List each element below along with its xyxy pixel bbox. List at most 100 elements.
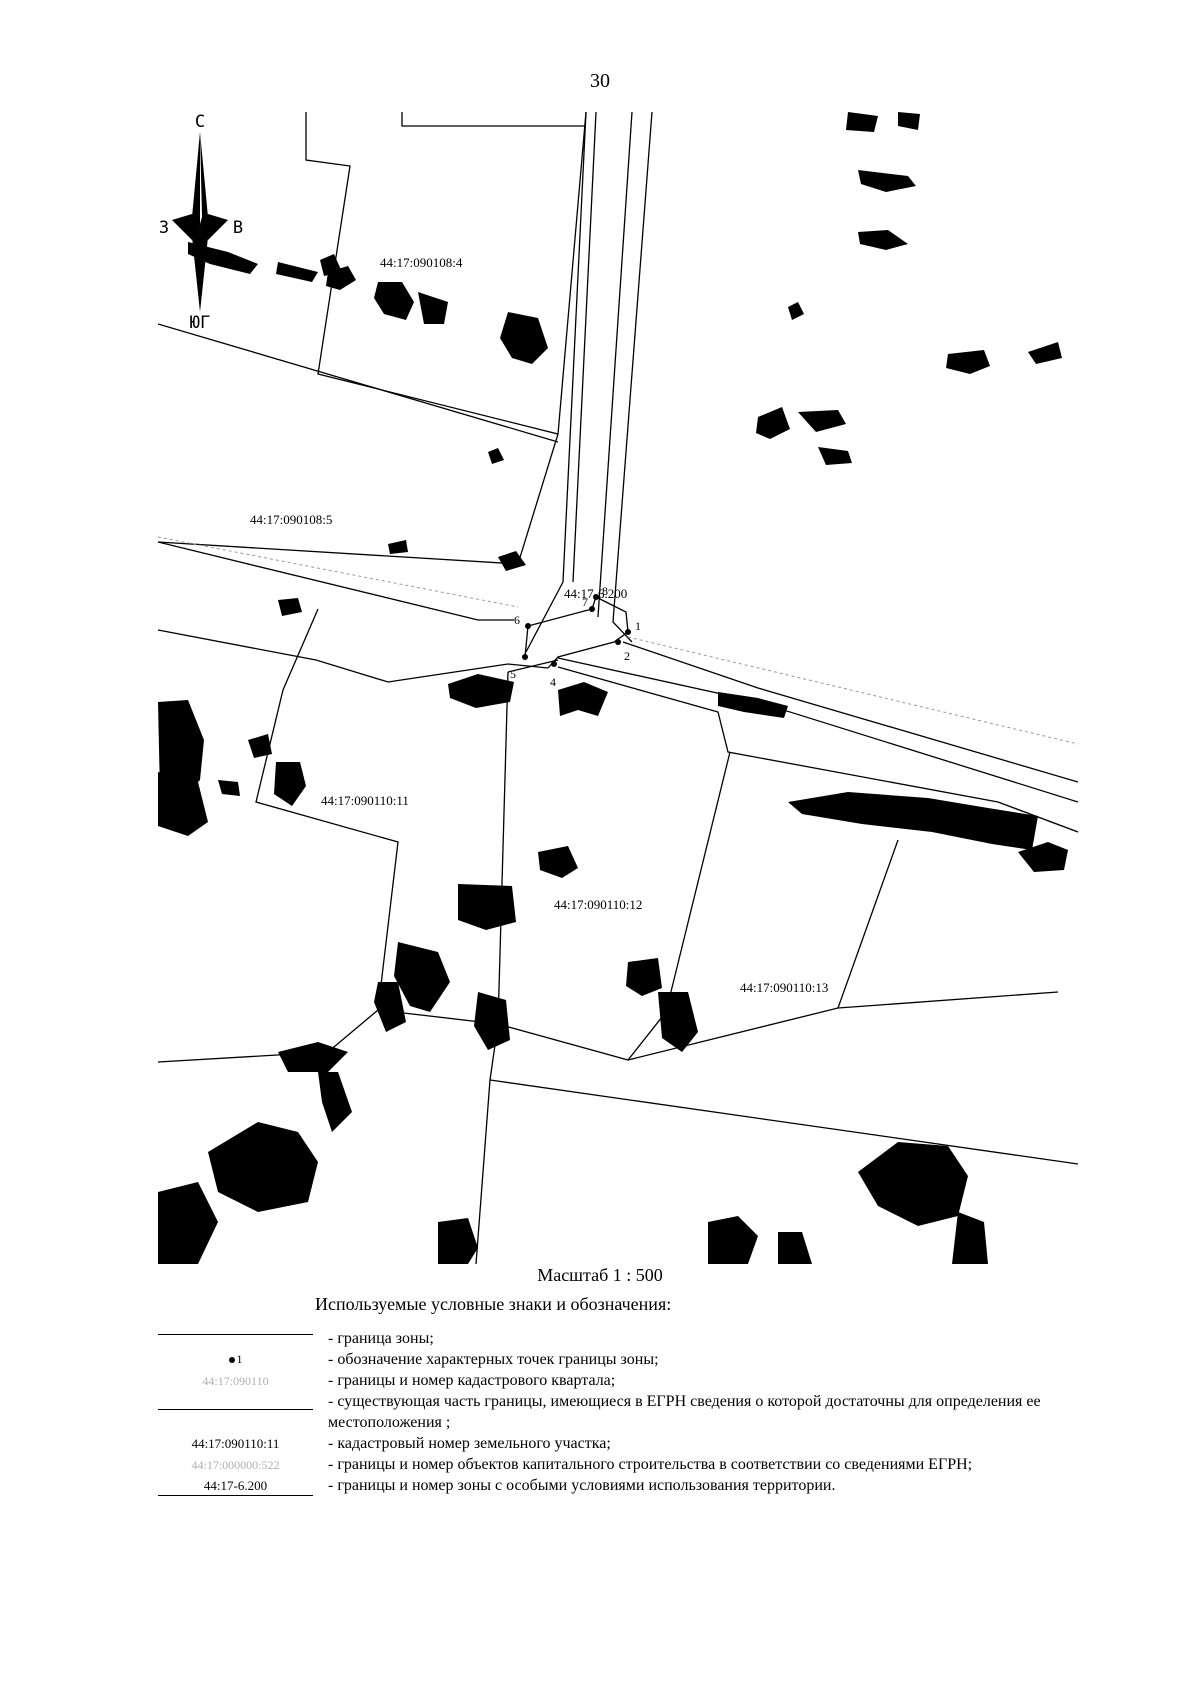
legend-symbol-point: 1 [158,1349,313,1370]
legend-symbol-existing-line [158,1391,313,1412]
legend-item-parcel-number: 44:17:090110:11 - кадастровый номер земе… [158,1433,1058,1454]
vegetation-blob [474,992,510,1050]
vegetation-blob [218,780,240,796]
vegetation-blob [208,1122,318,1212]
legend-item-points: 1 - обозначение характерных точек границ… [158,1349,1058,1370]
zone-points: 1 2 4 5 6 7 8 [510,584,641,689]
vegetation-blob [274,762,306,806]
parcel-boundary [158,433,559,565]
vegetation-blob [708,1216,758,1264]
point-label-6: 6 [514,613,520,627]
road-edge [525,112,587,653]
vegetation-blob [626,958,662,996]
vegetation-blob [374,282,414,320]
parcel-label-090108-4: 44:17:090108:4 [380,255,463,270]
point-4 [551,661,557,667]
vegetation-blob [320,254,342,276]
zone-boundary [524,596,629,669]
point-label-7: 7 [582,595,588,609]
legend-symbol-label: 44:17:090110 [202,1374,269,1388]
zone-strip-line [627,636,1078,745]
page-number: 30 [590,70,610,92]
map-canvas: С ЮГ З В 44:17:090108:4 44:17:090108:5 4… [158,112,1078,1264]
road-edge [612,112,653,643]
vegetation-blob [500,312,548,364]
vegetation-blob [158,1182,218,1264]
vegetation-blob [318,1072,352,1132]
legend-title: Используемые условные знаки и обозначени… [315,1294,672,1314]
parcel-boundary [401,112,586,127]
vegetation-blob [1028,342,1062,364]
parcel-label-090110-11: 44:17:090110:11 [321,793,409,808]
point-dot-icon [228,1357,235,1364]
vegetation-blob [658,992,698,1052]
vegetation-blob [946,350,990,374]
zone-strip-line [158,536,519,608]
legend-symbol-capital: 44:17:000000:522 [158,1454,313,1475]
legend: - граница зоны; 1 - обозначение характер… [158,1328,1058,1496]
road-edge [557,657,1078,803]
vegetation-blob [818,447,852,465]
vegetation-blob [374,982,406,1032]
legend-item-existing-boundary: - существующая часть границы, имеющиеся … [158,1391,1058,1433]
vegetation-blob [418,292,448,324]
parcel-label-090110-13: 44:17:090110:13 [740,980,828,995]
vegetation-blob [438,1218,478,1264]
vegetation-blob [448,674,514,708]
point-6 [525,623,531,629]
vegetation-blob [846,112,878,132]
legend-item-capital-objects: 44:17:000000:522 - границы и номер объек… [158,1454,1058,1475]
vegetation-blob [788,302,804,320]
legend-item-special-zone: 44:17-6.200 - границы и номер зоны с осо… [158,1475,1058,1496]
legend-symbol-label: 1 [236,1352,243,1366]
parcel-boundary [507,659,559,673]
legend-text: - границы и номер объектов капитального … [328,1456,973,1473]
compass-east-arrow [200,214,228,240]
point-2 [615,639,621,645]
road-edge [572,112,597,583]
legend-symbol-label: 44:17:090110:11 [191,1436,280,1451]
point-label-8: 8 [602,584,608,598]
vegetation-blob [458,884,516,930]
vegetation-blob [788,792,1038,850]
parcel-label-090110-12: 44:17:090110:12 [554,897,642,912]
parcel-boundary [158,629,549,683]
parcel-label-090108-5: 44:17:090108:5 [250,512,332,527]
legend-symbol-quarter: 44:17:090110 [158,1370,313,1391]
road-edge [597,112,633,618]
parcel-boundary [305,112,587,435]
zone-strip-lines [158,536,1078,745]
vegetation-blob [248,734,272,758]
legend-symbol-parcel: 44:17:090110:11 [158,1433,313,1454]
legend-item-zone-boundary: - граница зоны; [158,1328,1058,1349]
legend-text: - границы и номер кадастрового квартала; [328,1372,616,1389]
vegetation-blob [394,942,450,1012]
compass-south-arrow [192,227,208,312]
road-edge [622,641,1078,783]
compass-north-highlight [200,132,202,224]
compass-south-label: ЮГ [190,313,210,333]
vegetation-blob [756,407,790,439]
compass-east-label: В [233,218,243,238]
parcel-boundary [557,666,1078,833]
vegetation-blob [858,230,908,250]
boundary-lines [158,112,1078,1264]
vegetation-blob [388,540,408,554]
legend-text: - граница зоны; [328,1330,434,1347]
parcel-boundary [158,541,514,621]
point-label-5: 5 [510,667,516,681]
zone-label: 44:17-6.200 [564,586,627,601]
point-label-1: 1 [635,619,641,633]
point-5 [522,654,528,660]
point-7 [589,606,595,612]
legend-symbol-label: 44:17:000000:522 [191,1458,280,1472]
vegetation-blob [778,1232,812,1264]
legend-text: - существующая часть границы, имеющиеся … [328,1393,1041,1431]
vegetation-blob [858,1142,968,1226]
vegetation-blob [718,692,788,718]
compass-west-arrow [172,214,200,240]
legend-symbol-label: 44:17-6.200 [203,1478,268,1493]
point-8 [593,594,599,600]
vegetation-blobs [158,112,1068,1264]
vegetation-blob [488,448,504,464]
